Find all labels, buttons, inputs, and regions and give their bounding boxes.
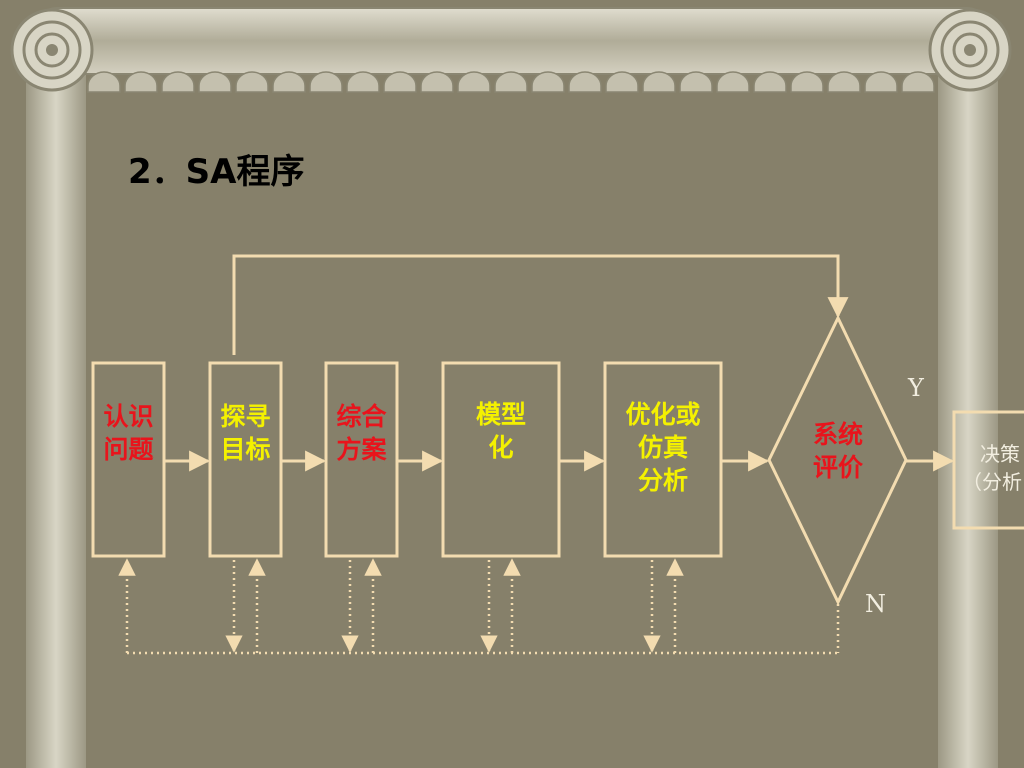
molding-arch bbox=[457, 71, 491, 93]
node-label-evaluate: 系统评价 bbox=[812, 420, 863, 482]
left-pillar bbox=[26, 60, 86, 768]
molding-arch bbox=[494, 71, 528, 93]
molding-arch bbox=[605, 71, 639, 93]
molding-row bbox=[87, 71, 935, 93]
edge-top-loop bbox=[232, 254, 849, 355]
node-label-recognize: 认识问题 bbox=[103, 402, 154, 464]
molding-arch bbox=[124, 71, 158, 93]
molding-arch bbox=[753, 71, 787, 93]
right-pillar bbox=[938, 60, 998, 768]
molding-arch bbox=[568, 71, 602, 93]
molding-arch bbox=[383, 71, 417, 93]
node-label-explore: 探寻目标 bbox=[220, 402, 271, 464]
branch-no-label: N bbox=[865, 590, 886, 618]
node-label-decide: 决策（分析 bbox=[962, 442, 1022, 494]
node-label-model: 模型化 bbox=[475, 400, 526, 462]
branch-yes-label: Y bbox=[908, 374, 924, 402]
page-title: 2．SA程序 bbox=[128, 152, 305, 192]
molding-arch bbox=[272, 71, 306, 93]
node-label-synthesize: 综合方案 bbox=[336, 402, 387, 464]
molding-arch bbox=[531, 71, 565, 93]
node-label-optimize: 优化或仿真分析 bbox=[625, 400, 701, 495]
molding-arch bbox=[235, 71, 269, 93]
molding-arch bbox=[87, 71, 121, 93]
molding-arch bbox=[309, 71, 343, 93]
molding-arch bbox=[346, 71, 380, 93]
molding-arch bbox=[716, 71, 750, 93]
molding-arch bbox=[827, 71, 861, 93]
molding-arch bbox=[901, 71, 935, 93]
left-volute-icon bbox=[10, 8, 94, 92]
content-panel bbox=[86, 92, 938, 768]
molding-arch bbox=[642, 71, 676, 93]
molding-arch bbox=[198, 71, 232, 93]
molding-arch bbox=[679, 71, 713, 93]
molding-arch bbox=[864, 71, 898, 93]
right-volute-icon bbox=[928, 8, 1012, 92]
molding-arch bbox=[161, 71, 195, 93]
node-diamond-evaluate bbox=[767, 314, 908, 606]
molding-arch bbox=[790, 71, 824, 93]
molding-arch bbox=[420, 71, 454, 93]
